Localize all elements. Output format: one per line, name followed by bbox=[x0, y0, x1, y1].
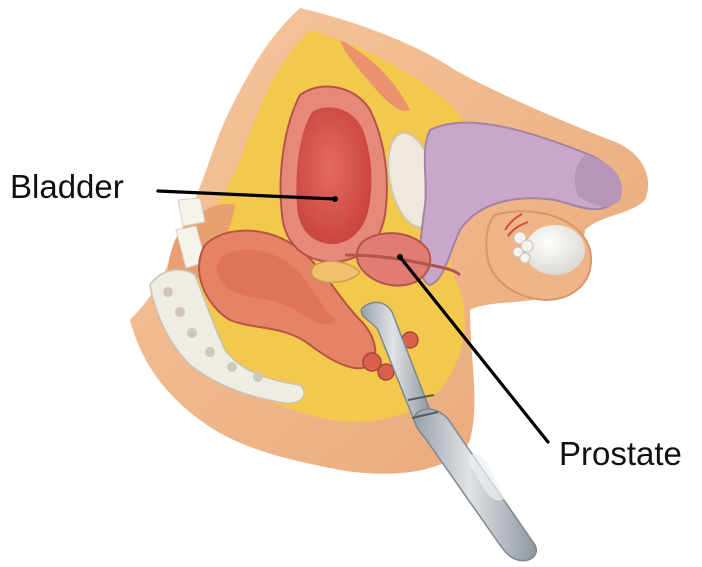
pelvic-section bbox=[130, 8, 648, 474]
prostate-leader-dot bbox=[397, 254, 403, 260]
probe-handle bbox=[414, 409, 536, 560]
bladder-lumen bbox=[296, 107, 371, 244]
bladder-label: Bladder bbox=[10, 168, 124, 205]
prostate-label: Prostate bbox=[559, 435, 682, 472]
bladder-leader-dot bbox=[332, 196, 338, 202]
testis bbox=[525, 225, 585, 275]
